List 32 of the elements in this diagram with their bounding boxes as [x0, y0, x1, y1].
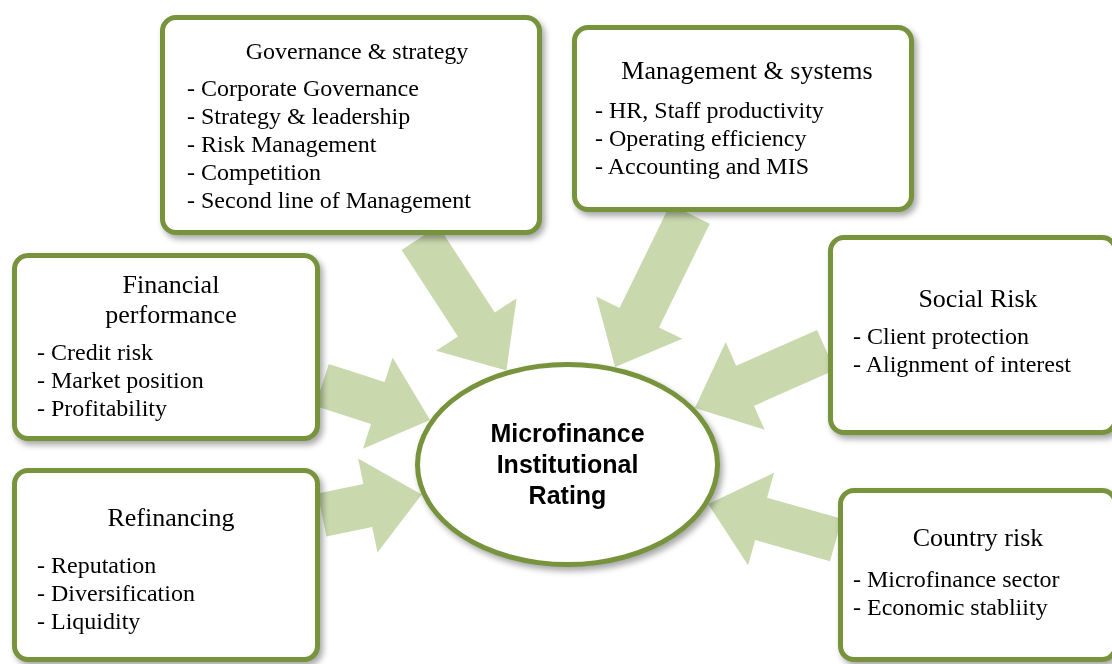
- list-item: - Competition: [187, 158, 322, 186]
- list-item: - Second line of Management: [187, 186, 472, 214]
- box-heading: Financial performance: [104, 270, 238, 330]
- list-item: - Profitability: [37, 394, 168, 422]
- factor-box: [12, 253, 320, 441]
- box-heading: Refinancing: [106, 503, 236, 533]
- factor-box: [160, 15, 542, 235]
- center-title: Microfinance Institutional Rating: [489, 418, 646, 511]
- list-item: - Market position: [37, 366, 205, 394]
- factor-box: [572, 25, 914, 212]
- list-item: - Alignment of interest: [853, 350, 1072, 378]
- box-heading: Management & systems: [620, 56, 874, 86]
- list-item: - Credit risk: [37, 338, 154, 366]
- list-item: - Economic stabliity: [853, 593, 1049, 621]
- list-item: - Corporate Governance: [187, 74, 420, 102]
- factor-box: [12, 468, 320, 662]
- list-item: - Accounting and MIS: [595, 152, 810, 180]
- block-arrow: [317, 458, 422, 553]
- factor-box: [828, 235, 1112, 435]
- box-heading: Country risk: [911, 523, 1045, 553]
- box-heading: Social Risk: [917, 284, 1039, 314]
- list-item: - HR, Staff productivity: [595, 96, 825, 124]
- box-heading: Governance & strategy: [244, 37, 470, 66]
- list-item: - Liquidity: [37, 607, 142, 635]
- factor-box: [838, 488, 1112, 662]
- list-item: - Reputation: [37, 551, 158, 579]
- list-item: - Risk Management: [187, 130, 378, 158]
- list-item: - Operating efficiency: [595, 124, 808, 152]
- list-item: - Client protection: [853, 322, 1030, 350]
- list-item: - Microfinance sector: [853, 565, 1061, 593]
- list-item: - Diversification: [37, 579, 196, 607]
- list-item: - Strategy & leadership: [187, 102, 412, 130]
